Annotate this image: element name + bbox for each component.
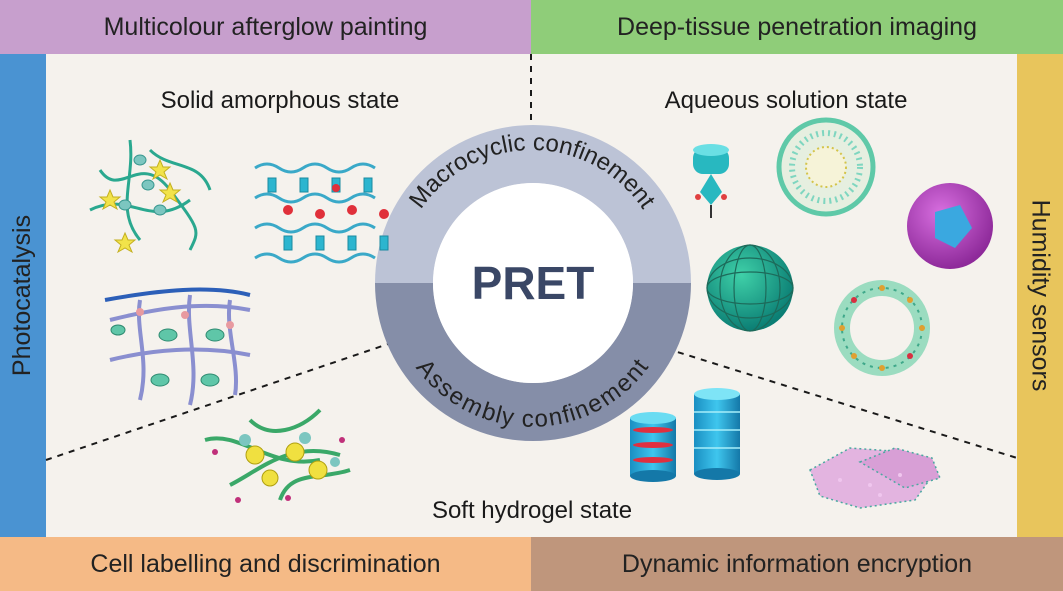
application-band-cell-labelling: Cell labelling and discrimination [0, 537, 531, 591]
polymer-chain-illustration [89, 139, 212, 254]
host-guest-illustration [693, 144, 729, 218]
application-band-information-encryption: Dynamic information encryption [531, 537, 1063, 591]
sheet-assembly-illustration [809, 447, 942, 509]
application-band-deep-tissue-imaging: Deep-tissue penetration imaging [531, 0, 1063, 54]
crosslinked-network-illustration [104, 287, 251, 406]
application-label: Dynamic information encryption [621, 549, 973, 578]
hydrogel-state-label: Soft hydrogel state [432, 497, 632, 524]
pret-title: PRET [472, 257, 595, 309]
application-band-photocatalysis: Photocatalysis [0, 54, 46, 537]
solid-state-label: Solid amorphous state [161, 87, 400, 114]
dashed-separators [45, 54, 1018, 461]
application-band-humidity-sensors: Humidity sensors [1017, 54, 1063, 537]
hydrogel-network-illustration [204, 408, 351, 503]
micelle-sphere-illustration [907, 183, 993, 269]
pret-ring: PRET Macrocyclic confinement Assembly co… [375, 125, 691, 441]
application-label: Cell labelling and discrimination [90, 549, 441, 578]
vesicle-illustration [776, 117, 876, 217]
aqueous-state-label: Aqueous solution state [665, 87, 908, 114]
layered-chain-illustration [254, 162, 389, 264]
cylinder-stack-illustration [630, 388, 740, 482]
application-label: Deep-tissue penetration imaging [617, 12, 977, 41]
mesh-sphere-illustration [706, 244, 794, 332]
ring-assembly-illustration [834, 280, 930, 376]
application-label: Multicolour afterglow painting [103, 12, 428, 41]
application-band-afterglow-painting: Multicolour afterglow painting [0, 0, 531, 54]
